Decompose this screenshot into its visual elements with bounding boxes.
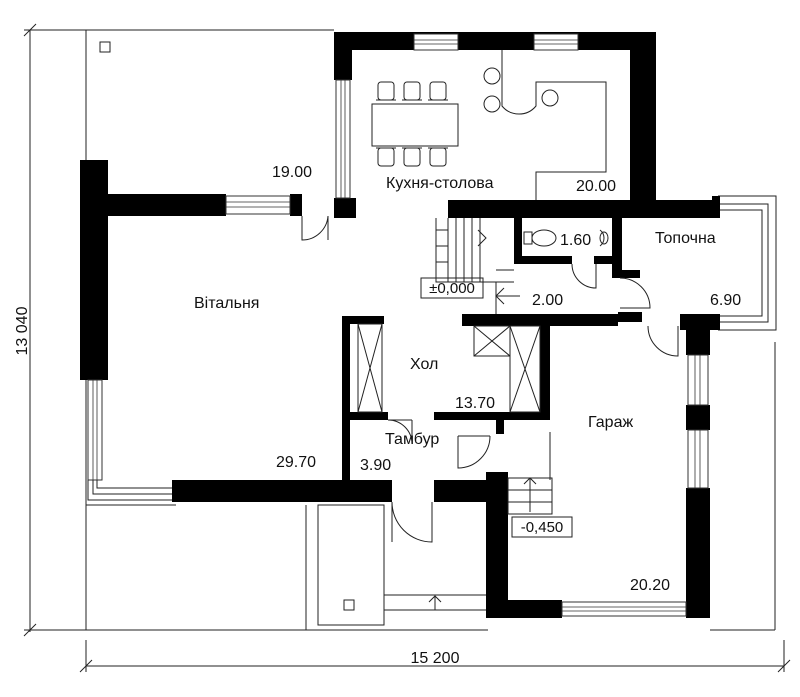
- room-area-living: 29.70: [276, 454, 316, 471]
- width-dimension: 15 200: [411, 650, 460, 667]
- dimension-lines: [23, 23, 791, 673]
- level-mark-garage: -0,450: [511, 516, 573, 538]
- room-area-boiler: 6.90: [710, 292, 741, 309]
- level-main-text: ±0,000: [429, 280, 475, 297]
- room-area-kitchen: 20.00: [576, 178, 616, 195]
- stairs: [435, 218, 553, 515]
- room-name-garage: Гараж: [588, 414, 633, 431]
- walls: [80, 32, 718, 618]
- room-area-garage: 20.20: [630, 577, 670, 594]
- furniture: [357, 50, 609, 413]
- room-name-boiler: Топочна: [655, 230, 716, 247]
- doors: [301, 215, 679, 543]
- room-area-hall: 13.70: [455, 395, 495, 412]
- room-area-bath: 1.60: [560, 232, 591, 249]
- room-name-vestibule: Тамбур: [385, 431, 439, 448]
- room-area-vestibule: 3.90: [360, 457, 391, 474]
- level-garage-text: -0,450: [521, 519, 564, 536]
- height-dimension: 13 040: [14, 306, 31, 355]
- windows: [87, 33, 777, 617]
- level-mark-main: ±0,000: [420, 277, 484, 299]
- room-area-terrace: 19.00: [272, 164, 312, 181]
- room-area-corridor: 2.00: [532, 292, 563, 309]
- terraces: [85, 29, 776, 631]
- room-name-kitchen: Кухня-столова: [386, 175, 494, 192]
- room-name-hall: Хол: [410, 356, 438, 373]
- room-name-living: Вітальня: [194, 295, 259, 312]
